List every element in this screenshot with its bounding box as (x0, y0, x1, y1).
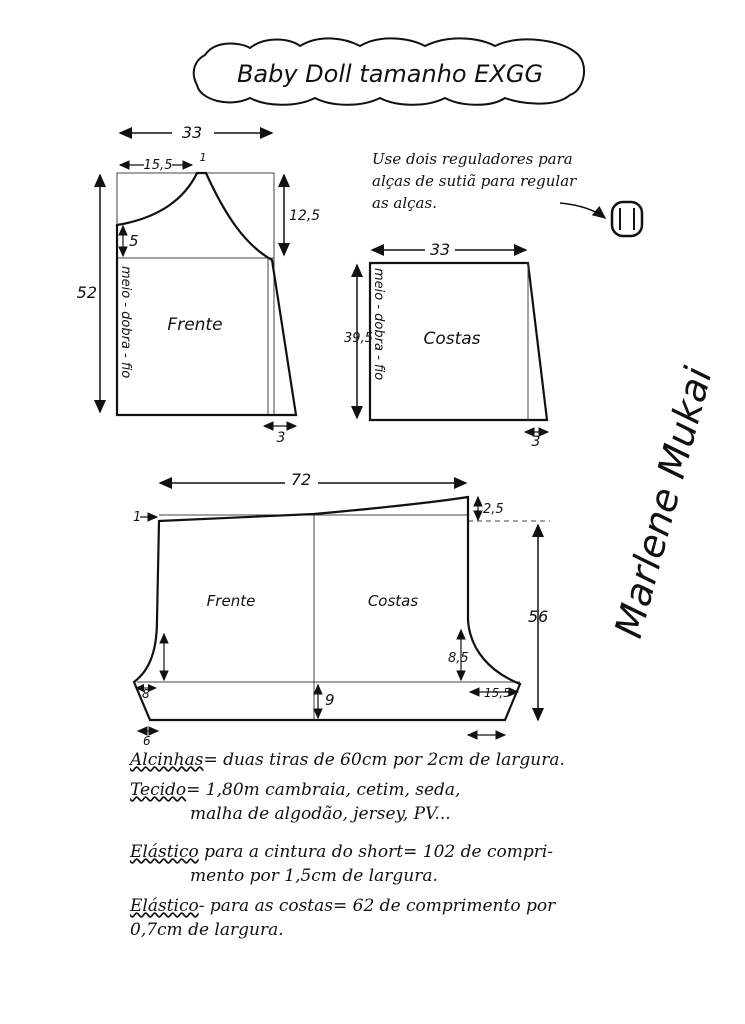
alcinhas-text: = duas tiras de 60cm por 2cm de largura. (203, 750, 565, 770)
elastico2-line1: - para as costas= 62 de comprimento por (198, 896, 556, 916)
back-top-piece: 33 39,5 meio - dobra - fio Costas 3 (344, 240, 550, 450)
back-length-label: 39,5 (344, 331, 373, 346)
regulator-note-line3: as alças. (372, 194, 437, 212)
elastico1-line2: mento por 1,5cm de largura. (190, 866, 438, 886)
back-top-label: Costas (423, 329, 480, 349)
elastico2-label: Elástico (130, 896, 199, 916)
note-elastico-cintura: Elástico para a cintura do short= 102 de… (130, 840, 730, 888)
back-width-label: 33 (430, 240, 450, 259)
note-tecido: Tecido= 1,80m cambraia, cetim, seda, mal… (130, 778, 730, 826)
front-width-label: 33 (182, 123, 202, 142)
shorts-leg-label: 9 (325, 691, 335, 709)
front-length-label: 52 (77, 283, 97, 302)
title-cloud: Baby Doll tamanho EXGG (192, 37, 585, 106)
shorts-hem-label: 6 (143, 734, 151, 748)
back-flare-label: 3 (532, 434, 541, 450)
back-fold-label: meio - dobra - fio (371, 268, 386, 380)
elastico2-line2: 0,7cm de largura. (130, 920, 284, 940)
shorts-crotch-ext-label: 15,5 (484, 686, 511, 700)
elastico1-label: Elástico (130, 842, 199, 862)
front-shoulder-label: 1 (200, 151, 207, 164)
alcinhas-label: Alcinhas (130, 750, 204, 770)
front-fold-label: meio - dobra - fio (118, 266, 133, 378)
strap-adjuster-icon (559, 200, 644, 238)
elastico1-line1: para a cintura do short= 102 de compri- (204, 842, 554, 862)
front-armhole-label: 12,5 (289, 208, 320, 224)
notes-block: Alcinhas= duas tiras de 60cm por 2cm de … (130, 748, 730, 948)
shorts-length-label: 56 (528, 607, 548, 626)
shorts-front-label: Frente (207, 592, 256, 610)
shorts-piece: 72 1 2,5 56 Frente Costas 8,5 15,5 8 9 6 (132, 470, 550, 748)
page-title: Baby Doll tamanho EXGG (237, 60, 543, 88)
signature: Marlene Mukai (606, 362, 721, 642)
tecido-line2: malha de algodão, jersey, PV... (190, 804, 451, 824)
front-flare-label: 3 (277, 430, 286, 446)
tecido-label: Tecido (130, 780, 187, 800)
note-elastico-costas: Elástico- para as costas= 62 de comprime… (130, 894, 730, 942)
front-neck-label: 15,5 (144, 158, 173, 173)
front-top-piece: 33 15,5 1 12,5 5 52 meio - dobra - fio F… (77, 123, 321, 446)
regulator-note-line2: alças de sutiã para regular (372, 172, 577, 190)
tecido-line1: = 1,80m cambraia, cetim, seda, (186, 780, 461, 800)
shorts-width-label: 72 (291, 470, 311, 489)
shorts-back-label: Costas (368, 592, 419, 610)
note-alcinhas: Alcinhas= duas tiras de 60cm por 2cm de … (130, 748, 730, 772)
signature-text: Marlene Mukai (606, 362, 721, 642)
shorts-back-rise-label: 2,5 (483, 502, 504, 517)
shorts-front-crotch-label: 8 (142, 687, 150, 701)
front-top-label: Frente (167, 315, 222, 335)
shorts-front-rise-label: 1 (133, 510, 141, 525)
regulator-note-line1: Use dois reguladores para (372, 150, 573, 168)
regulator-note: Use dois reguladores para alças de sutiã… (372, 148, 622, 214)
front-neckdepth-label: 5 (129, 232, 139, 250)
shorts-crotch-height-label: 8,5 (448, 651, 469, 666)
